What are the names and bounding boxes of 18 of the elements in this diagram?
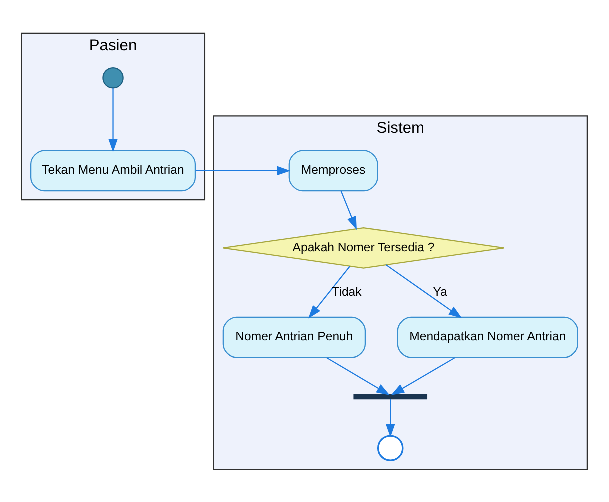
node-box: Tekan Menu Ambil Antrian [30, 150, 196, 192]
arrow [308, 266, 351, 318]
node-circle [102, 67, 124, 88]
node-box: Memproses [288, 150, 378, 192]
arrow [340, 190, 357, 230]
node-box: Nomer Antrian Penuh [222, 316, 366, 358]
arrow [386, 398, 396, 438]
node-bar [354, 394, 428, 400]
edge-label: Ya [433, 284, 448, 299]
arrow [326, 357, 390, 395]
arrow [386, 264, 462, 318]
node-box: Mendapatkan Nomer Antrian [397, 316, 578, 358]
arrow [391, 357, 456, 395]
edge-label: Tidak [332, 284, 362, 299]
node-diamond: Apakah Nomer Tersedia ? [222, 226, 505, 268]
node-circle [377, 434, 404, 461]
arrow [196, 166, 291, 176]
arrow [108, 88, 118, 152]
